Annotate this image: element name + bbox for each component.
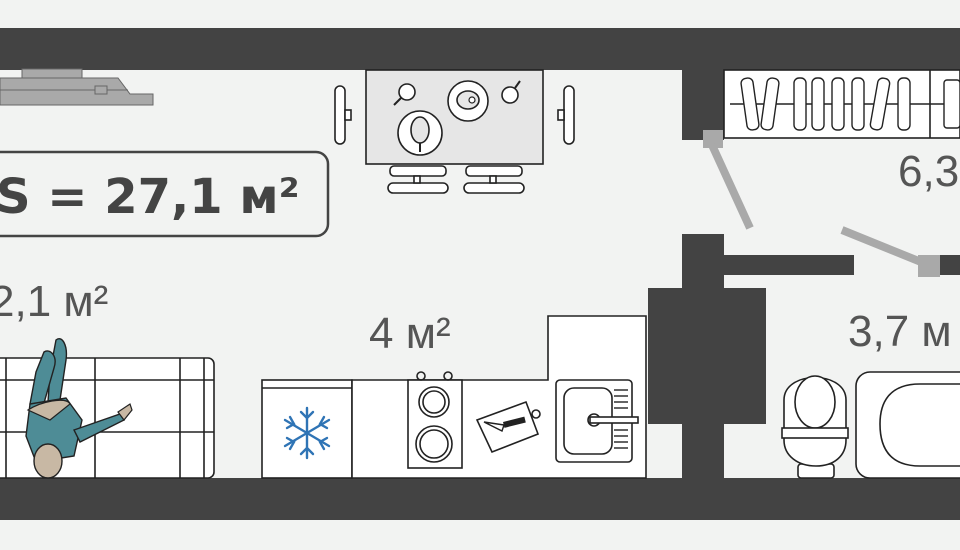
tv-icon — [0, 68, 154, 106]
chair-bottom-2 — [465, 165, 523, 177]
door-hinge-bath — [918, 255, 940, 277]
door-leaf-bath — [840, 226, 928, 268]
wardrobe-icon — [723, 69, 960, 139]
chair-right — [563, 85, 575, 145]
partition-upper — [682, 70, 724, 140]
total-area-badge: S = 27,1 м² — [0, 150, 330, 238]
person-icon — [25, 338, 133, 479]
door-leaf-storage — [708, 143, 754, 230]
bathtub-icon — [855, 371, 960, 479]
cutting-board-icon — [475, 400, 541, 454]
total-area-text: S = 27,1 м² — [0, 169, 300, 225]
toilet-icon — [781, 375, 849, 479]
doors — [703, 130, 940, 277]
dining-table-icon — [334, 69, 575, 194]
storage-area-label: 6,3 — [898, 147, 959, 196]
bath-wall-top — [724, 255, 854, 275]
chair-left — [334, 85, 346, 145]
chair-bottom-1 — [389, 165, 447, 177]
fridge-snowflake-icon — [261, 379, 353, 479]
bath-wall-right — [938, 255, 960, 275]
living-area-label: 2,1 м² — [0, 277, 108, 326]
bottom-wall — [0, 478, 960, 520]
stove-icon — [407, 371, 463, 469]
walls — [0, 28, 960, 520]
sink-icon — [555, 379, 639, 463]
bathroom-area-label: 3,7 м — [848, 307, 952, 356]
door-hinge — [703, 130, 723, 148]
shaft-block — [648, 288, 766, 424]
kitchen-area-label: 4 м² — [369, 309, 451, 358]
top-wall — [0, 28, 960, 70]
table-top — [365, 69, 544, 165]
